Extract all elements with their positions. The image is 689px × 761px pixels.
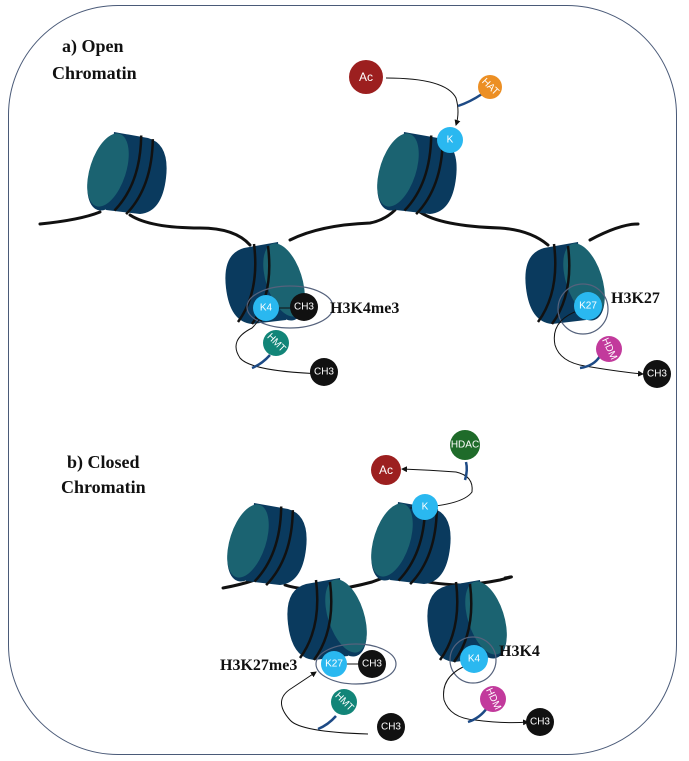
hmt-tether xyxy=(251,354,271,370)
hmt-tether xyxy=(317,715,337,731)
histone-mark-label: H3K4me3 xyxy=(330,300,399,317)
lysine-k4: K4 xyxy=(253,295,279,321)
panel-b-title-line1: b) Closed xyxy=(67,452,140,473)
modification-ring xyxy=(246,285,334,329)
svg-text:K: K xyxy=(447,135,454,146)
hat-tether xyxy=(457,92,483,108)
svg-text:HDAC: HDAC xyxy=(451,440,479,451)
svg-text:CH3: CH3 xyxy=(314,367,334,378)
svg-text:K: K xyxy=(422,502,429,513)
methyl-group: CH3 xyxy=(290,293,318,321)
panel-a-title-line2: Chromatin xyxy=(52,63,137,83)
lysine-k27: K27 xyxy=(574,292,602,320)
hmt-enzyme: HMT xyxy=(263,330,289,356)
hdac-enzyme: HDAC xyxy=(450,430,480,460)
methyl-transfer-arrow xyxy=(235,315,328,375)
hat-enzyme: HAT xyxy=(478,75,502,99)
svg-text:K27: K27 xyxy=(325,659,343,670)
nucleosome xyxy=(77,126,168,218)
free-methyl-group: CH3 xyxy=(310,358,338,386)
svg-text:CH3: CH3 xyxy=(381,722,401,733)
svg-text:K4: K4 xyxy=(260,303,273,314)
svg-text:K27: K27 xyxy=(579,301,597,312)
hmt-enzyme: HMT xyxy=(331,689,357,715)
acetyl-group: Ac xyxy=(371,455,401,485)
svg-text:CH3: CH3 xyxy=(294,302,314,313)
deacetylation-arrow xyxy=(401,466,473,509)
nucleosome xyxy=(361,496,452,588)
svg-text:CH3: CH3 xyxy=(530,717,550,728)
svg-text:CH3: CH3 xyxy=(362,659,382,670)
nucleosome xyxy=(217,497,308,589)
methyl-group: CH3 xyxy=(358,650,386,678)
free-methyl-group: CH3 xyxy=(377,713,405,741)
demethylation-arrow xyxy=(443,663,529,726)
svg-text:K4: K4 xyxy=(468,654,481,665)
modification-ring xyxy=(557,283,609,335)
lysine-k: K xyxy=(412,494,438,520)
histone-mark-label: H3K27 xyxy=(611,290,660,307)
dna-strand-open xyxy=(38,208,640,247)
free-methyl-group: CH3 xyxy=(643,360,671,388)
hdm-enzyme: HDM xyxy=(480,686,506,712)
lysine-k27: K27 xyxy=(321,651,347,677)
acetyl-transfer-arrow xyxy=(385,77,461,126)
panel-b-title-line2: Chromatin xyxy=(61,477,146,497)
svg-text:Ac: Ac xyxy=(359,70,373,84)
free-methyl-group: CH3 xyxy=(526,708,554,736)
modification-ring xyxy=(315,643,397,685)
hdm-tether xyxy=(579,355,602,370)
svg-text:CH3: CH3 xyxy=(647,369,667,380)
lysine-k4: K4 xyxy=(460,645,488,673)
lysine-k: K xyxy=(437,127,463,153)
panel-a-title-line1: a) Open xyxy=(62,36,124,57)
hdm-enzyme: HDM xyxy=(596,336,622,362)
demethylation-arrow xyxy=(553,309,644,377)
nucleosome xyxy=(524,236,615,328)
methyl-transfer-arrow xyxy=(281,671,369,735)
modification-ring xyxy=(449,636,497,684)
svg-text:Ac: Ac xyxy=(379,463,393,477)
histone-mark-label: H3K27me3 xyxy=(220,657,297,674)
histone-mark-label: H3K4 xyxy=(499,643,540,660)
hdac-tether xyxy=(463,461,469,481)
nucleosome xyxy=(286,572,377,664)
acetyl-group: Ac xyxy=(349,60,383,94)
